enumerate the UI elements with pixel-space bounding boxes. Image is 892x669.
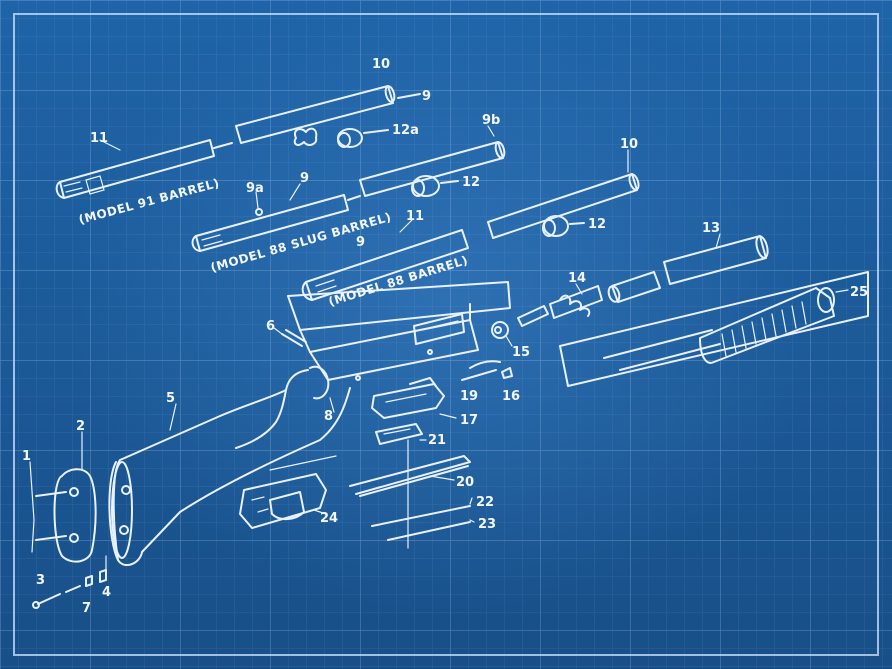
label-12-upper: 12 <box>462 175 480 190</box>
label-24: 24 <box>320 511 338 526</box>
label-9a: 9a <box>246 181 264 196</box>
carrier-17 <box>371 377 445 419</box>
label-9-top: 9 <box>422 89 431 104</box>
frame-border <box>13 13 879 656</box>
model-88-slug-barrel <box>191 194 361 252</box>
label-8: 8 <box>324 409 333 424</box>
label-17: 17 <box>460 413 478 428</box>
label-3: 3 <box>36 573 45 588</box>
stock-5 <box>108 365 351 567</box>
bolt-15 <box>491 321 509 339</box>
action-bars-20 <box>349 439 471 549</box>
forend-25 <box>559 271 869 387</box>
label-1: 1 <box>22 449 31 464</box>
label-14: 14 <box>568 271 586 286</box>
label-9-low: 9 <box>356 235 365 250</box>
magazine-cap-12-lower <box>542 215 585 237</box>
follower-13 <box>607 235 769 303</box>
pin-6 <box>281 329 307 347</box>
magazine-spring-14 <box>517 285 603 327</box>
action-bar-21 <box>375 423 423 445</box>
label-9b: 9b <box>482 113 500 128</box>
label-20: 20 <box>456 475 474 490</box>
label-11-mid: 11 <box>406 209 424 224</box>
butt-plate-2 <box>53 468 97 563</box>
label-13: 13 <box>702 221 720 236</box>
label-12a: 12a <box>392 123 419 138</box>
screws-1 <box>29 461 67 553</box>
magazine-tube-middle <box>359 141 506 197</box>
label-16: 16 <box>502 389 520 404</box>
label-21: 21 <box>428 433 446 448</box>
pin-16-19 <box>461 360 513 381</box>
label-4: 4 <box>102 585 111 600</box>
label-2: 2 <box>76 419 85 434</box>
receiver <box>287 281 511 381</box>
spring-12a <box>293 127 389 148</box>
label-25: 25 <box>850 285 868 300</box>
label-22: 22 <box>476 495 494 510</box>
label-12-lower: 12 <box>588 217 606 232</box>
label-23: 23 <box>478 517 496 532</box>
label-10-mid: 10 <box>620 137 638 152</box>
magazine-cap-12-upper <box>411 175 459 197</box>
label-6: 6 <box>266 319 275 334</box>
magazine-tube-top <box>235 85 421 144</box>
label-5: 5 <box>166 391 175 406</box>
label-15: 15 <box>512 345 530 360</box>
label-19: 19 <box>460 389 478 404</box>
label-9-mid: 9 <box>300 171 309 186</box>
leader-lines <box>81 125 849 523</box>
spring-22-23 <box>371 505 471 541</box>
part-labels: 10 9 11 12a 9b 10 9a 9 12 11 12 13 9 14 … <box>22 57 868 616</box>
model-91-barrel <box>55 139 233 199</box>
label-11-top: 11 <box>90 131 108 146</box>
label-10-top: 10 <box>372 57 390 72</box>
label-7: 7 <box>82 601 91 616</box>
trigger-group-24 <box>239 455 337 529</box>
small-parts-3-4-7 <box>32 555 107 609</box>
